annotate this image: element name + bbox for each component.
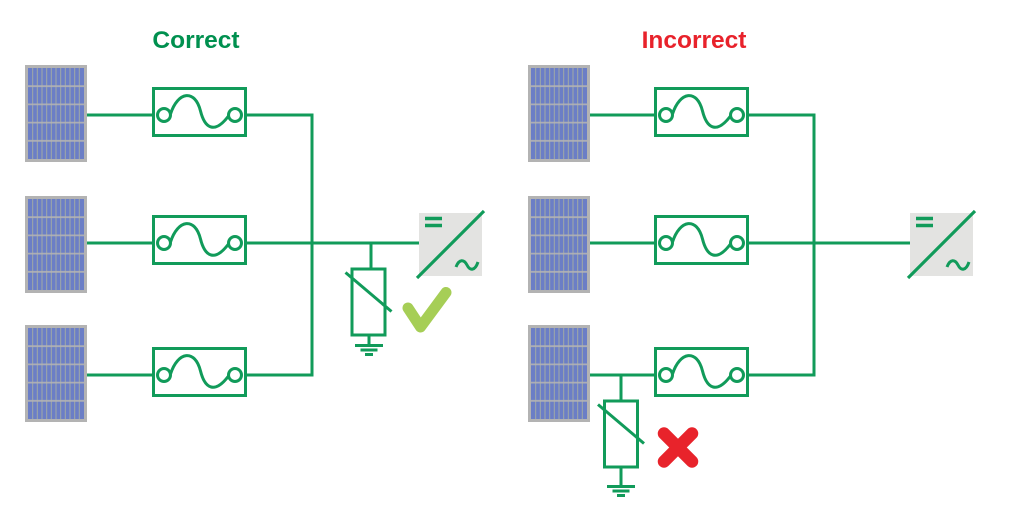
pv-panel-icon xyxy=(527,64,591,163)
correct-label: Correct xyxy=(152,27,240,54)
pv-panel-icon xyxy=(24,195,88,294)
spd-icon xyxy=(596,399,646,469)
fuse-icon xyxy=(152,215,247,265)
pv-panel-icon xyxy=(527,195,591,294)
fuse-icon xyxy=(152,87,247,137)
ground-icon xyxy=(353,344,385,356)
check-icon xyxy=(402,287,452,333)
inverter-icon xyxy=(415,209,486,280)
pv-panel-icon xyxy=(24,64,88,163)
pv-panel-icon xyxy=(24,324,88,423)
inverter-icon xyxy=(906,209,977,280)
correct-diagram xyxy=(24,64,486,423)
ground-icon xyxy=(605,485,637,497)
fuse-icon xyxy=(654,87,749,137)
pv-panel-icon xyxy=(527,324,591,423)
fuse-icon xyxy=(654,215,749,265)
fuse-icon xyxy=(152,347,247,397)
cross-icon xyxy=(657,427,699,468)
incorrect-label: Incorrect xyxy=(641,27,747,54)
fuse-icon xyxy=(654,347,749,397)
incorrect-diagram xyxy=(527,64,977,497)
spd-icon xyxy=(344,267,393,337)
